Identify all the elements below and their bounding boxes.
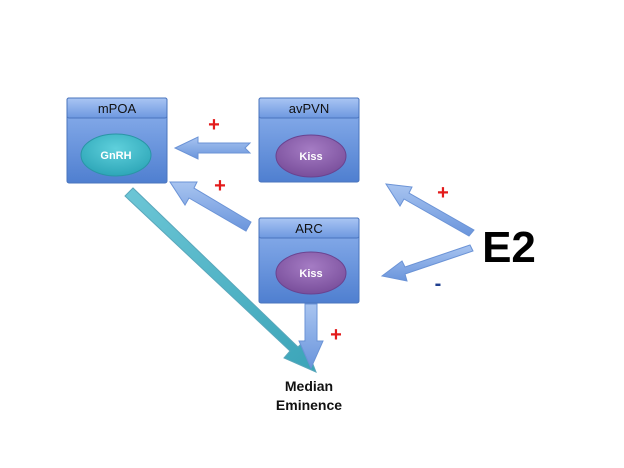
arrow-avpvn-to-mpoa [173, 136, 252, 160]
median-eminence-line1: Median [285, 378, 333, 394]
median-eminence-line2: Eminence [276, 397, 342, 413]
e2-label: E2 [482, 223, 536, 272]
arc-title: ARC [295, 221, 322, 236]
sign-avpvn-to-mpoa: + [208, 114, 220, 136]
sign-e2-to-avpvn: + [437, 182, 449, 204]
node-mpoa: mPOA GnRH [66, 97, 168, 184]
gnrh-oval [80, 133, 152, 177]
arrow-arc-to-eminence [298, 303, 324, 370]
node-avpvn: avPVN Kiss [258, 97, 360, 183]
avpvn-title: avPVN [289, 101, 329, 116]
sign-arc-to-eminence: + [330, 324, 342, 346]
kiss-oval-avpvn [275, 134, 347, 178]
sign-e2-to-arc: - [435, 273, 442, 295]
kiss-label-arc: Kiss [299, 268, 322, 280]
mpoa-title: mPOA [98, 101, 137, 116]
kiss-oval-arc [275, 251, 347, 295]
sign-arc-to-mpoa: + [214, 175, 226, 197]
kiss-label-avpvn: Kiss [299, 151, 322, 163]
arrow-e2-to-arc [380, 244, 474, 282]
arrow-e2-to-avpvn [385, 183, 475, 237]
arrow-arc-to-mpoa [169, 181, 252, 232]
node-arc: ARC Kiss [258, 217, 360, 304]
gnrh-label: GnRH [100, 150, 131, 162]
